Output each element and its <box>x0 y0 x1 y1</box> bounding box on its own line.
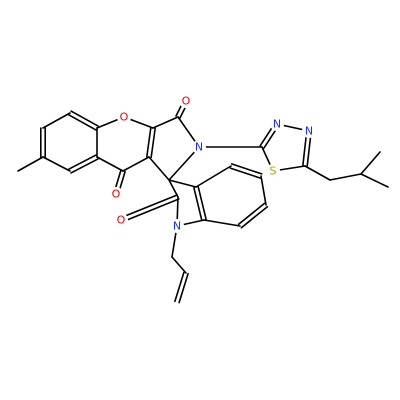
bond-c3a-d1 <box>195 165 232 188</box>
bond-d1-d2-double-0 <box>230 163 263 175</box>
atom-n-pyrrolidine-label: N <box>195 141 203 154</box>
atom-s-thiadiazole: S <box>266 164 280 178</box>
bond-lines <box>17 99 389 304</box>
bond-c4-a5 <box>96 156 124 172</box>
bond-a3-a4-double-0 <box>70 110 99 127</box>
atom-labels: O O N N N S O O <box>109 94 316 233</box>
bond-d3-d4-double-0 <box>240 205 269 229</box>
bond-me-a1 <box>17 156 44 172</box>
atom-n-thiadiazole-1: N <box>270 117 284 131</box>
bond-c3-c2-double-1 <box>146 126 152 158</box>
bond-a3-a4-double-1 <box>68 114 97 131</box>
bond-c3a-c7a-double-1 <box>193 186 203 222</box>
bond-d4-c7a <box>203 219 241 227</box>
atom-o-carbonyl-middle: O <box>109 187 123 201</box>
atom-s-thiadiazole-label: S <box>270 165 277 178</box>
bond-i2-i3 <box>360 173 389 188</box>
bond-b2-oB-double-0 <box>121 198 180 223</box>
bond-nP-sp <box>168 146 200 181</box>
atom-n-indoline-label: N <box>173 220 181 233</box>
atom-o-chromene-ring: O <box>117 110 131 124</box>
bond-c2-c4 <box>122 156 150 172</box>
atom-o-carbonyl-bottom: O <box>114 213 128 227</box>
bond-d2-d3 <box>260 175 267 206</box>
bond-d3-d4-double-1 <box>237 202 266 226</box>
atom-n-pyrrolidine: N <box>192 140 206 154</box>
bond-sp-c2 <box>148 156 170 181</box>
atom-o-carbonyl-bottom-label: O <box>117 214 126 227</box>
bond-d1-d2-double-1 <box>229 167 262 179</box>
atom-n-thiadiazole-1-label: N <box>273 118 281 131</box>
atom-o-chromene-ring-label: O <box>120 111 129 124</box>
bond-sp-b2 <box>168 179 179 198</box>
bond-sp-c3a <box>168 179 197 188</box>
bond-i1-i2 <box>329 173 362 181</box>
bond-tC5-i1 <box>304 165 331 181</box>
bond-al2-al3-double-0 <box>178 272 189 304</box>
bond-al2-al3-double-1 <box>174 271 185 303</box>
bond-a5-a6-double-0 <box>70 158 99 174</box>
atom-o-carbonyl-middle-label: O <box>112 188 121 201</box>
atom-o-carbonyl-top-label: O <box>182 95 191 108</box>
bond-c3-c2-double-0 <box>150 127 156 159</box>
bond-c3a-c7a-double-0 <box>197 185 207 221</box>
bond-a2-a3 <box>42 112 71 129</box>
bond-a5-a6-double-1 <box>68 154 97 170</box>
bond-b2-oB-double-1 <box>119 194 178 219</box>
atom-n-thiadiazole-2: N <box>302 124 316 138</box>
bond-c3-c8 <box>152 116 179 129</box>
bond-i2-i4 <box>360 151 381 175</box>
bond-a6-a1 <box>42 156 71 172</box>
atom-o-carbonyl-top: O <box>179 94 193 108</box>
bond-al1-al2 <box>171 256 187 274</box>
atom-n-indoline: N <box>170 219 184 233</box>
atom-n-thiadiazole-2-label: N <box>305 125 313 138</box>
